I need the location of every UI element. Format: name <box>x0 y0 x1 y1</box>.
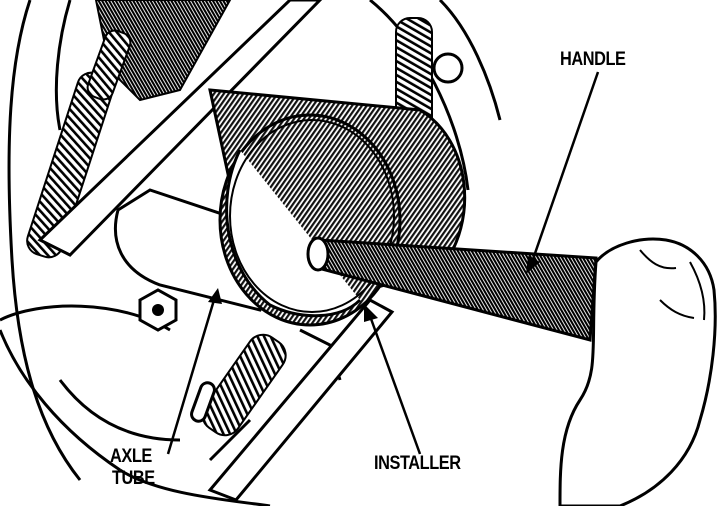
installer-label: INSTALLER <box>374 453 461 474</box>
leader-axle-tube-arrowhead <box>208 288 222 304</box>
brake-return-spring-bottom <box>201 328 342 462</box>
handle-label: HANDLE <box>560 49 626 70</box>
backing-plate <box>0 0 502 506</box>
backing-plate-slot <box>190 381 216 423</box>
brake-strut-rod <box>207 298 395 502</box>
axle-tube-label-line2: TUBE <box>112 468 155 489</box>
leader-installer-arrowhead <box>364 304 378 322</box>
leader-handle-arrowhead <box>526 256 540 274</box>
leader-axle-tube <box>166 299 216 455</box>
axle-tube-label-line1: AXLE <box>110 446 152 467</box>
brake-return-spring-left <box>26 29 132 259</box>
installer-handle <box>306 236 598 342</box>
hand-knuckles <box>639 249 706 321</box>
leader-handle <box>530 71 600 263</box>
leader-installer <box>368 315 422 455</box>
leader-lines <box>166 71 600 455</box>
brake-shoe-bar <box>37 0 323 257</box>
hex-nut <box>138 288 178 332</box>
hand <box>558 237 717 506</box>
